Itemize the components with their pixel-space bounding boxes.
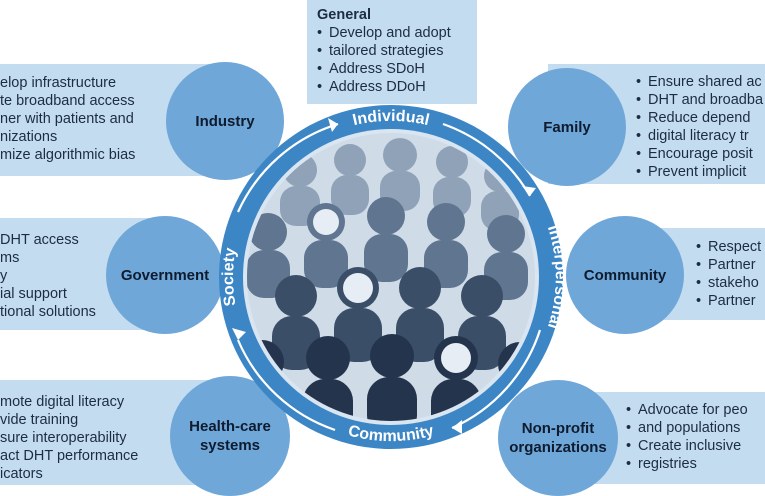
family-node: Family [508, 68, 626, 186]
industry-item: elop infrastructure [0, 75, 117, 91]
government-item: DHT access [0, 232, 79, 248]
industry-item: ner with patients and [0, 111, 134, 127]
general-title: General [317, 7, 371, 23]
community-item: Partner [696, 256, 765, 274]
government-item: tional solutions [0, 304, 96, 320]
general-item: tailored strategies [317, 42, 467, 60]
ring-arrows [236, 122, 542, 432]
nonprofit-item: registries [626, 455, 765, 473]
general-item: Address DDoH [317, 78, 467, 96]
general-item: Address SDoH [317, 60, 467, 78]
healthcare-node: Health-care systems [170, 376, 290, 496]
government-item: y [0, 268, 8, 284]
family-item: Ensure shared ac [636, 73, 765, 91]
nonprofit-item: and populations [626, 419, 765, 437]
industry-node: Industry [166, 62, 284, 180]
healthcare-item: sure interoperability [0, 430, 127, 446]
ring-arrowheads [232, 118, 536, 434]
nonprofit-item: Advocate for peo [626, 401, 765, 419]
community-node: Community [566, 216, 684, 334]
community-item: Respect [696, 238, 765, 256]
healthcare-item: mote digital literacy [0, 394, 125, 410]
healthcare-item: vide training [0, 412, 79, 428]
industry-item: mize algorithmic bias [0, 147, 136, 163]
community-item: Partner [696, 292, 765, 310]
general-item: Develop and adopt [317, 24, 467, 42]
ring-label-community: Community [346, 422, 435, 445]
nonprofit-node: Non-profit organizations [498, 380, 618, 496]
industry-item: nizations [0, 129, 58, 145]
family-item: Prevent implicit [636, 163, 765, 181]
government-item: ms [0, 250, 20, 266]
nonprofit-item: Create inclusive [626, 437, 765, 455]
family-item: DHT and broadba [636, 91, 765, 109]
community-item: stakeho [696, 274, 765, 292]
healthcare-item: icators [0, 466, 43, 482]
family-item: Reduce depend [636, 109, 765, 127]
ring-label-society: Society [220, 247, 239, 308]
industry-item: te broadband access [0, 93, 135, 109]
family-item: Encourage posit [636, 145, 765, 163]
government-node: Government [106, 216, 224, 334]
general-box: General Develop and adopt tailored strat… [307, 0, 477, 104]
family-item: digital literacy tr [636, 127, 765, 145]
government-item: ial support [0, 286, 67, 302]
healthcare-item: act DHT performance [0, 448, 139, 464]
